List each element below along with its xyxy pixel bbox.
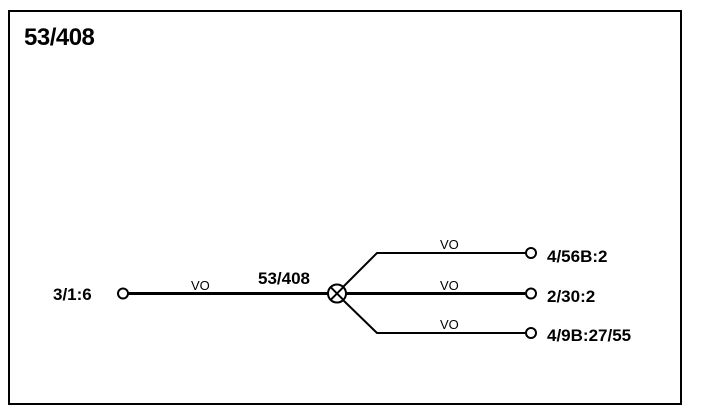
branch-connector-3	[525, 327, 537, 339]
branch-connector-1	[525, 247, 537, 259]
splice-label: 53/408	[258, 269, 310, 288]
branch-wire-3	[342, 299, 525, 334]
branch-label-2: 2/30:2	[547, 287, 595, 306]
branch-wire-label-3: VO	[440, 317, 459, 332]
branch-wire-label-1: VO	[440, 237, 459, 252]
source-connector	[117, 287, 129, 300]
branch-label-3: 4/9B:27/55	[547, 326, 631, 345]
source-label: 3/1:6	[53, 285, 92, 304]
diagram-frame	[8, 10, 682, 405]
source-wire-label: VO	[191, 278, 210, 293]
branch-label-1: 4/56B:2	[547, 247, 607, 266]
diagram-title: 53/408	[24, 24, 95, 51]
branch-wire-label-2: VO	[440, 278, 459, 293]
branch-connector-2	[525, 287, 537, 300]
splice-node-icon	[327, 283, 347, 304]
branch-wire-1	[342, 252, 525, 288]
